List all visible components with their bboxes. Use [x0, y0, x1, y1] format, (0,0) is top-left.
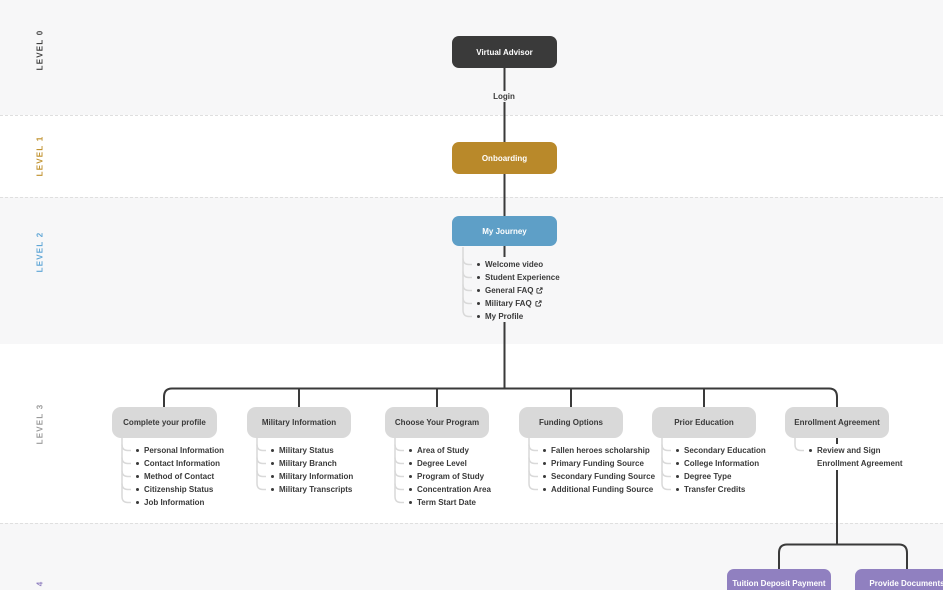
bullet-dot — [136, 449, 139, 452]
list-item: Degree Level — [409, 457, 491, 470]
list-item: Review and Sign Enrollment Agreement — [809, 444, 905, 470]
bullet-dot — [676, 462, 679, 465]
level-1-label: LEVEL 1 — [35, 135, 45, 177]
bullet-dot — [543, 488, 546, 491]
funding-options-list: Fallen heroes scholarship Primary Fundin… — [543, 444, 655, 496]
enrollment-agreement-node[interactable]: Enrollment Agreement — [785, 407, 889, 438]
list-item: Student Experience — [477, 271, 560, 284]
list-item: Fallen heroes scholarship — [543, 444, 655, 457]
bullet-dot — [136, 462, 139, 465]
bullet-dot — [409, 462, 412, 465]
bullet-dot — [409, 488, 412, 491]
prior-education-list: Secondary Education College Information … — [676, 444, 766, 496]
login-edge-label: Login — [489, 91, 519, 102]
list-item: Secondary Funding Source — [543, 470, 655, 483]
bullet-dot — [271, 449, 274, 452]
complete-your-profile-list: Personal Information Contact Information… — [136, 444, 224, 509]
bullet-dot — [809, 449, 812, 452]
external-link-icon — [536, 285, 544, 298]
list-item: Military Status — [271, 444, 353, 457]
level-0-label: LEVEL 0 — [35, 29, 45, 71]
tuition-deposit-payment-node[interactable]: Tuition Deposit Payment — [727, 569, 831, 590]
bullet-dot — [676, 475, 679, 478]
bullet-dot — [477, 289, 480, 292]
list-item: Citizenship Status — [136, 483, 224, 496]
bullet-dot — [136, 501, 139, 504]
bullet-dot — [543, 462, 546, 465]
my-journey-list: Welcome video Student Experience General… — [477, 258, 560, 323]
military-information-list: Military Status Military Branch Military… — [271, 444, 353, 496]
bullet-dot — [271, 475, 274, 478]
military-information-node[interactable]: Military Information — [247, 407, 351, 438]
external-link-icon — [535, 298, 542, 311]
level-3-label: LEVEL 3 — [35, 403, 45, 445]
bullet-dot — [543, 475, 546, 478]
list-item: Primary Funding Source — [543, 457, 655, 470]
bullet-dot — [409, 449, 412, 452]
list-item: Degree Type — [676, 470, 766, 483]
list-item: College Information — [676, 457, 766, 470]
list-item: Military Branch — [271, 457, 353, 470]
complete-your-profile-node[interactable]: Complete your profile — [112, 407, 217, 438]
bullet-dot — [409, 501, 412, 504]
choose-your-program-list: Area of Study Degree Level Program of St… — [409, 444, 491, 509]
bullet-dot — [271, 488, 274, 491]
bullet-dot — [676, 488, 679, 491]
list-item: Method of Contact — [136, 470, 224, 483]
bullet-dot — [271, 462, 274, 465]
list-item: My Profile — [477, 310, 560, 323]
list-item: Job Information — [136, 496, 224, 509]
bullet-dot — [477, 276, 480, 279]
bullet-dot — [136, 488, 139, 491]
level-4-label: LEVEL 4 — [36, 581, 45, 590]
provide-documents-node[interactable]: Provide Documents — [855, 569, 943, 590]
bullet-dot — [477, 263, 480, 266]
bullet-dot — [676, 449, 679, 452]
list-item: Concentration Area — [409, 483, 491, 496]
list-item: Term Start Date — [409, 496, 491, 509]
bullet-dot — [136, 475, 139, 478]
bullet-dot — [477, 315, 480, 318]
list-item: Secondary Education — [676, 444, 766, 457]
list-item: Program of Study — [409, 470, 491, 483]
list-item: Welcome video — [477, 258, 560, 271]
my-journey-node[interactable]: My Journey — [452, 216, 557, 246]
bullet-dot — [409, 475, 412, 478]
prior-education-node[interactable]: Prior Education — [652, 407, 756, 438]
virtual-advisor-node[interactable]: Virtual Advisor — [452, 36, 557, 68]
list-item: Additional Funding Source — [543, 483, 655, 496]
bullet-dot — [543, 449, 546, 452]
list-item-military-faq-link[interactable]: Military FAQ — [477, 297, 560, 310]
level-2-label: LEVEL 2 — [35, 231, 45, 273]
list-item: Personal Information — [136, 444, 224, 457]
bullet-dot — [477, 302, 480, 305]
list-item-general-faq-link[interactable]: General FAQ — [477, 284, 560, 297]
list-item: Area of Study — [409, 444, 491, 457]
funding-options-node[interactable]: Funding Options — [519, 407, 623, 438]
list-item: Contact Information — [136, 457, 224, 470]
enrollment-agreement-list: Review and Sign Enrollment Agreement — [809, 444, 905, 470]
choose-your-program-node[interactable]: Choose Your Program — [385, 407, 489, 438]
list-item: Military Transcripts — [271, 483, 353, 496]
list-item: Transfer Credits — [676, 483, 766, 496]
onboarding-node[interactable]: Onboarding — [452, 142, 557, 174]
list-item: Military Information — [271, 470, 353, 483]
